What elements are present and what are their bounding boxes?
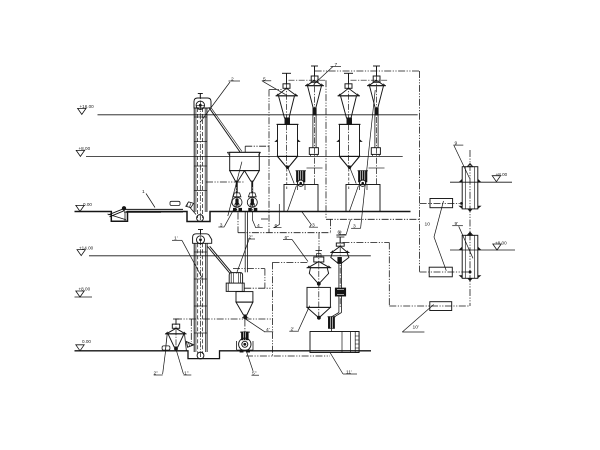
svg-text:4': 4' — [266, 327, 270, 333]
svg-text:0.00: 0.00 — [82, 339, 91, 344]
svg-text:+8.00: +8.00 — [496, 172, 508, 177]
svg-text:+8.00: +8.00 — [495, 240, 507, 245]
svg-text:3: 3 — [312, 223, 315, 229]
svg-text:2'': 2'' — [249, 235, 254, 241]
svg-text:0.00: 0.00 — [83, 202, 92, 207]
svg-text:+8.00: +8.00 — [79, 286, 91, 291]
svg-text:+16.00: +16.00 — [80, 104, 95, 109]
svg-text:5: 5 — [263, 76, 266, 82]
svg-text:+14.00: +14.00 — [79, 245, 94, 250]
svg-text:3: 3 — [353, 223, 356, 229]
svg-text:3: 3 — [220, 222, 223, 228]
svg-text:2'': 2'' — [154, 370, 159, 376]
svg-text:1: 1 — [142, 189, 145, 195]
svg-text:7: 7 — [335, 62, 338, 68]
svg-text:1'': 1'' — [184, 370, 189, 376]
svg-text:10: 10 — [425, 222, 431, 228]
svg-text:6': 6' — [338, 230, 342, 235]
svg-text:5'': 5'' — [252, 371, 257, 377]
svg-text:6'': 6'' — [285, 235, 290, 241]
svg-text:11': 11' — [346, 369, 352, 375]
svg-text:6: 6 — [275, 223, 278, 229]
svg-text:9': 9' — [455, 221, 459, 227]
svg-text:2': 2' — [291, 327, 295, 333]
svg-text:1': 1' — [174, 235, 178, 241]
svg-text:4: 4 — [257, 223, 260, 229]
svg-text:9: 9 — [455, 141, 458, 147]
svg-text:8': 8' — [339, 231, 343, 237]
svg-text:10': 10' — [413, 324, 419, 330]
svg-text:2: 2 — [231, 77, 234, 83]
svg-text:+8.00: +8.00 — [79, 146, 91, 151]
